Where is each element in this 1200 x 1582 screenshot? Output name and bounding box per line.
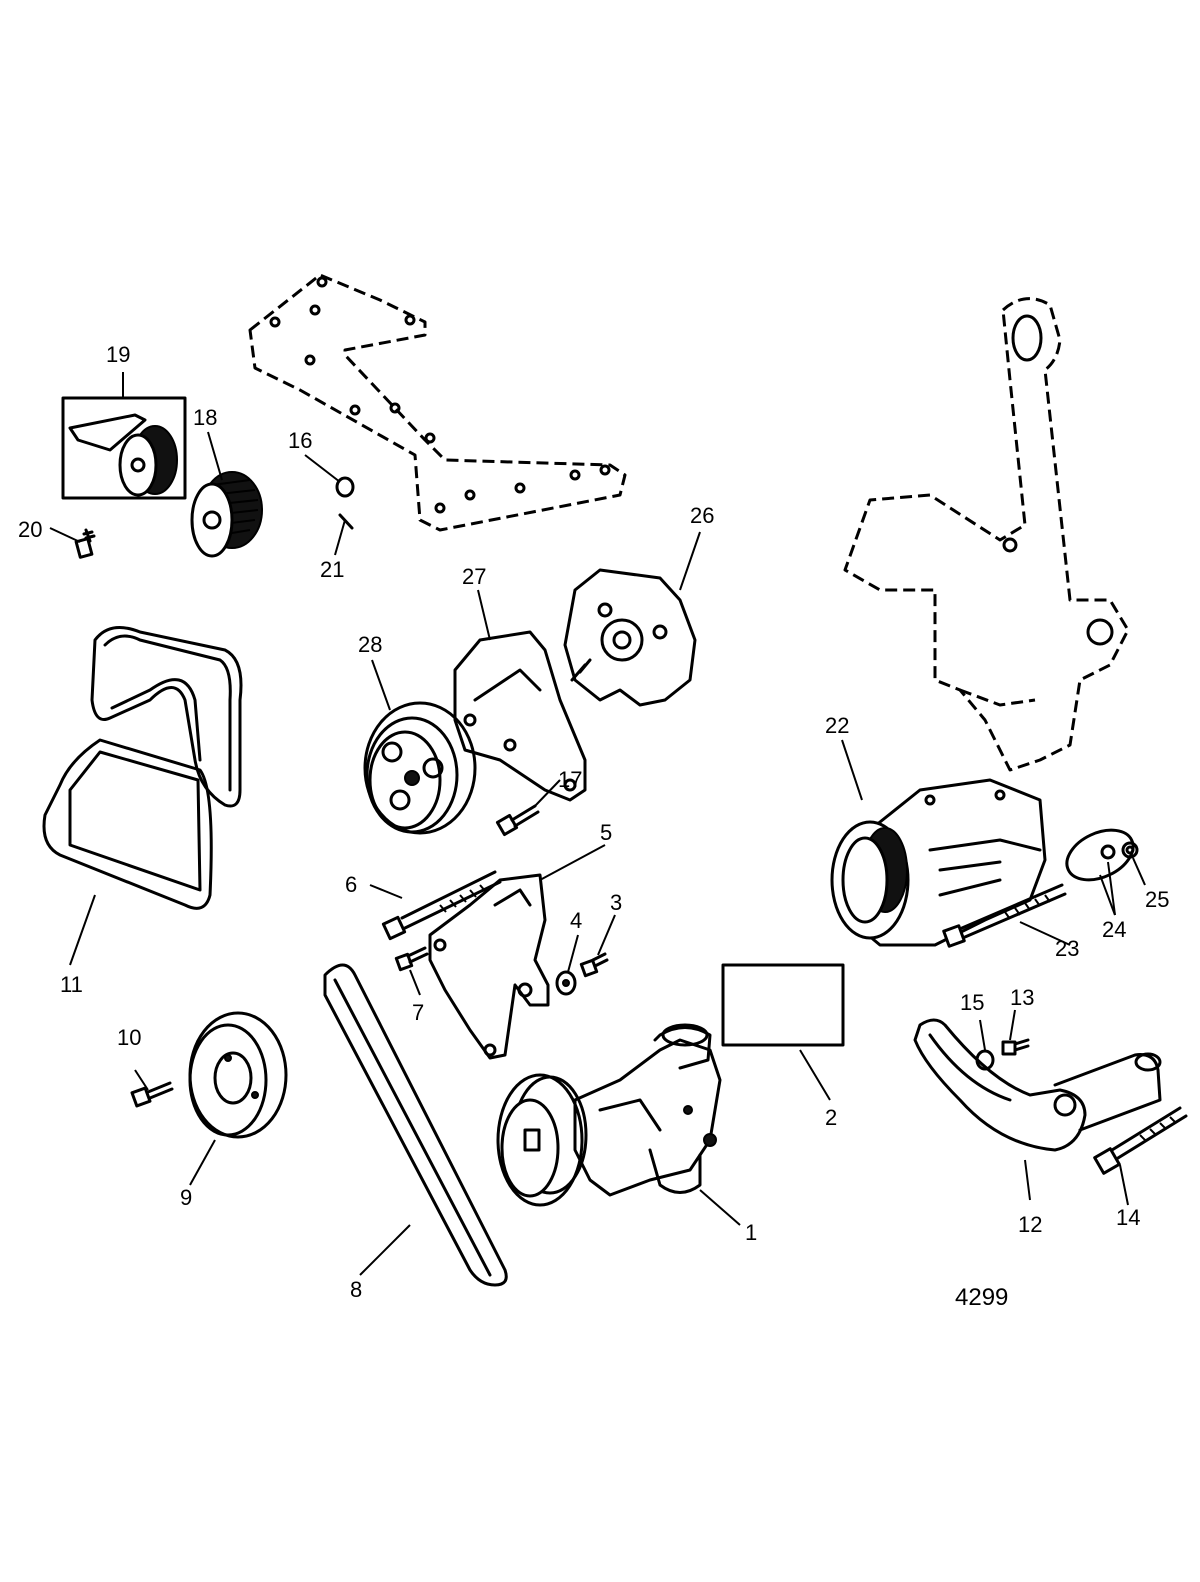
callout-10: 10 [117, 1025, 141, 1050]
callout-17: 17 [558, 767, 582, 792]
callout-8: 8 [350, 1277, 362, 1302]
callout-19: 19 [106, 342, 130, 367]
engine-bracket-outline [248, 273, 627, 532]
callout-22: 22 [825, 713, 849, 738]
belt-tensioner [563, 568, 697, 707]
seawater-pump [496, 1023, 722, 1207]
callout-14: 14 [1116, 1205, 1140, 1230]
callout-labels: 1 2 3 4 5 6 7 8 9 10 11 12 13 14 15 16 1… [18, 342, 1169, 1311]
callout-1: 1 [745, 1220, 757, 1245]
callout-12: 12 [1018, 1212, 1042, 1237]
serpentine-belt [42, 626, 243, 910]
adjusting-arm [913, 1018, 1162, 1152]
callout-25: 25 [1145, 887, 1169, 912]
alternator-bracket-outline [843, 297, 1130, 772]
leader-lines [49, 372, 1146, 1276]
pulley-three-hole [363, 701, 477, 835]
callout-27: 27 [462, 564, 486, 589]
callout-2: 2 [825, 1105, 837, 1130]
callout-28: 28 [358, 632, 382, 657]
bolt-small [74, 528, 96, 559]
callout-24: 24 [1102, 917, 1126, 942]
small-bolts-3-7-and-washer-4 [394, 946, 609, 996]
grooved-idler-pulley [190, 471, 263, 558]
callout-15: 15 [960, 990, 984, 1015]
long-bolt-6 [381, 870, 502, 941]
callout-13: 13 [1010, 985, 1034, 1010]
drive-pulley [188, 1011, 288, 1139]
v-belt [323, 963, 508, 1287]
arm-bolt-13-and-washer-15 [975, 1038, 1030, 1071]
callout-23: 23 [1055, 936, 1079, 961]
alternator-bolt-23 [942, 883, 1067, 948]
bolt-17 [495, 804, 540, 837]
callout-20: 20 [18, 517, 42, 542]
callout-26: 26 [690, 503, 714, 528]
pump-mount-bracket [428, 873, 550, 1060]
bolt-10 [130, 1081, 174, 1108]
callout-21: 21 [320, 557, 344, 582]
idler-pulley-assembly [61, 396, 187, 500]
callout-5: 5 [600, 820, 612, 845]
callout-11: 11 [60, 972, 83, 997]
washer-and-pin [335, 476, 355, 530]
reference-number: 4299 [955, 1284, 1008, 1311]
tensioner-bracket [453, 630, 587, 802]
spacer-and-nut [1065, 828, 1139, 882]
callout-16: 16 [288, 428, 312, 453]
callout-9: 9 [180, 1185, 192, 1210]
callout-7: 7 [412, 1000, 424, 1025]
callout-18: 18 [193, 405, 217, 430]
label-decal [721, 963, 845, 1047]
alternator [830, 778, 1047, 947]
callout-3: 3 [610, 890, 622, 915]
callout-4: 4 [570, 908, 582, 933]
callout-6: 6 [345, 872, 357, 897]
arm-bolt-14 [1093, 1106, 1188, 1175]
